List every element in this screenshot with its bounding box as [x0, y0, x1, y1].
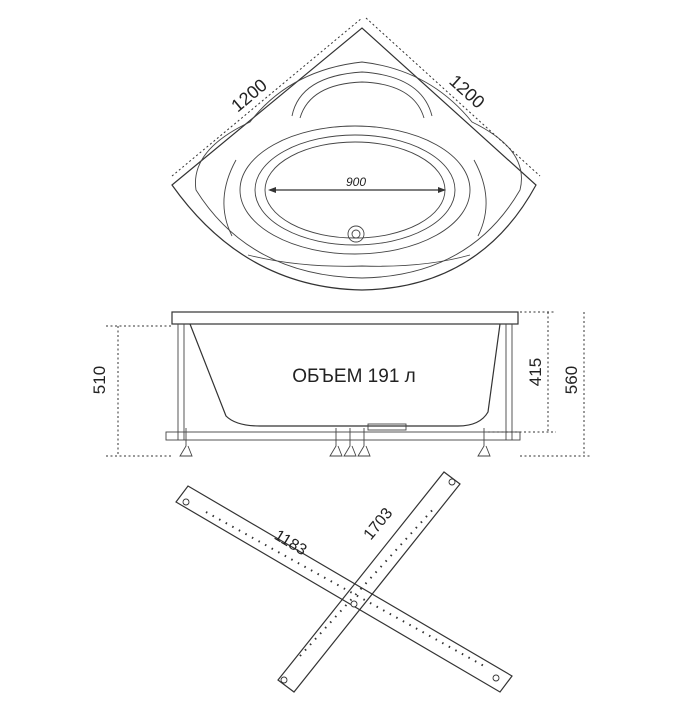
front-step [247, 254, 471, 267]
holes-row-short [205, 511, 485, 667]
hole-long-end-1 [280, 676, 288, 684]
hole-short-end-1 [182, 498, 190, 506]
tub-outline [171, 27, 537, 291]
tub-rim [195, 61, 522, 279]
headrest [291, 71, 433, 117]
basin-middle [254, 134, 456, 246]
dim-label-415: 415 [526, 358, 545, 386]
arrow-right [438, 187, 446, 193]
dimension-line-right [365, 17, 541, 177]
drain-pipe [367, 423, 407, 431]
basin-outer [239, 125, 471, 255]
arrow-left [268, 187, 276, 193]
hole-short-end-2 [492, 674, 500, 682]
beam-long [277, 471, 461, 693]
dimension-line-left [171, 17, 363, 177]
dim-label-900: 900 [346, 175, 366, 189]
side-body [189, 323, 501, 427]
dim-label-right-1200: 1200 [445, 71, 488, 113]
side-rim [171, 311, 519, 325]
dim-label-510: 510 [90, 366, 109, 394]
dim-label-left-1200: 1200 [227, 75, 271, 116]
drain-center [351, 229, 361, 239]
feet [179, 428, 491, 457]
headrest-inner [299, 81, 425, 119]
dim-label-560: 560 [562, 366, 581, 394]
right-contour [473, 159, 487, 237]
volume-label: ОБЪЕМ 191 л [292, 366, 416, 387]
side-view: ОБЪЕМ 191 л 510 415 560 [90, 311, 592, 457]
beam-short [175, 485, 513, 693]
base-rail [165, 431, 521, 441]
drain [347, 225, 365, 243]
hole-long-end-2 [448, 478, 456, 486]
left-contour [223, 159, 237, 237]
frame-view: 1183 1703 [175, 471, 513, 693]
top-view: 1200 1200 900 [171, 17, 541, 291]
hole-center [350, 600, 358, 608]
